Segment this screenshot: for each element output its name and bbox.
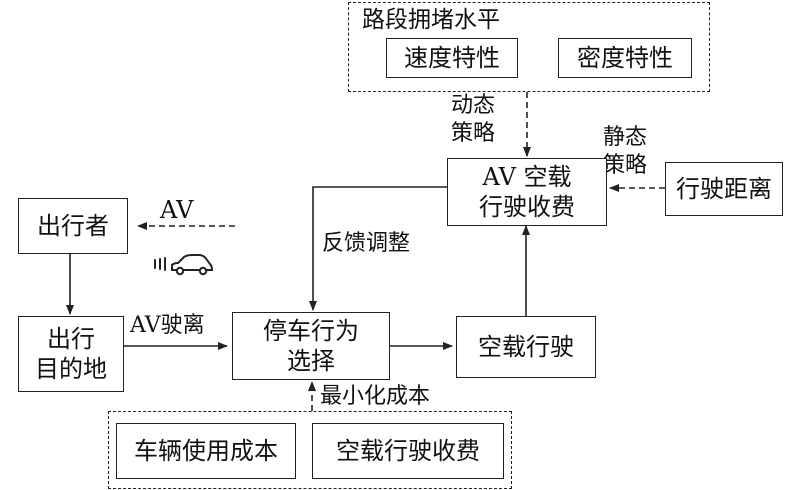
autonomous-car-icon xyxy=(154,254,214,276)
destination-line-1: 出行 xyxy=(47,325,95,353)
min-cost-label: 最小化成本 xyxy=(320,384,431,409)
empty-drive-box: 空载行驶 xyxy=(456,316,596,378)
dynamic-strategy-line-1: 动态 xyxy=(451,93,496,118)
static-strategy-line-2: 策略 xyxy=(603,153,648,178)
av-leave-label: AV驶离 xyxy=(130,313,205,338)
speed-box: 速度特性 xyxy=(386,38,518,78)
av-empty-fee-line-2: 行驶收费 xyxy=(479,193,575,221)
av-empty-fee-box: AV 空载 行驶收费 xyxy=(447,158,607,226)
feedback-label: 反馈调整 xyxy=(322,231,411,256)
congestion-title: 路段拥堵水平 xyxy=(362,7,500,33)
static-strategy-label: 静态 策略 xyxy=(603,124,647,180)
av-arrow-label: AV xyxy=(160,196,194,224)
traveler-box: 出行者 xyxy=(18,198,128,254)
av-empty-fee-line-1: AV 空载 xyxy=(482,163,572,191)
parking-choice-line-1: 停车行为 xyxy=(263,317,359,345)
cost-group xyxy=(108,411,512,489)
parking-choice-box: 停车行为 选择 xyxy=(232,312,390,380)
dynamic-strategy-label: 动态 策略 xyxy=(451,92,495,148)
static-strategy-line-1: 静态 xyxy=(603,125,648,150)
arrow-feedback-loop xyxy=(309,186,447,311)
distance-box: 行驶距离 xyxy=(665,162,783,216)
destination-line-2: 目的地 xyxy=(35,355,107,383)
congestion-group xyxy=(348,2,710,92)
parking-choice-line-2: 选择 xyxy=(287,347,335,375)
destination-box: 出行 目的地 xyxy=(18,316,124,392)
empty-fee-box: 空载行驶收费 xyxy=(312,423,504,479)
dynamic-strategy-line-2: 策略 xyxy=(451,121,496,146)
density-box: 密度特性 xyxy=(558,38,692,78)
vehicle-cost-box: 车辆使用成本 xyxy=(116,423,296,479)
